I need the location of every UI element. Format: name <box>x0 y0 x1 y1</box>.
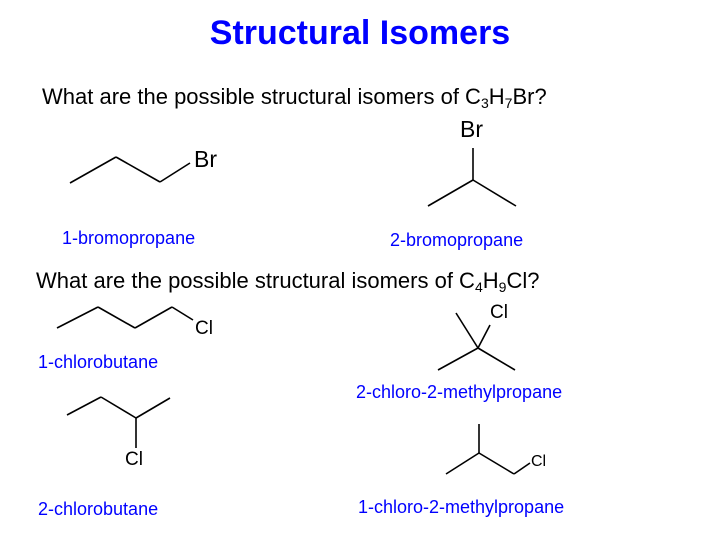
question-element: H <box>488 84 505 109</box>
question-subscript: 4 <box>474 279 483 295</box>
structure-2-chlorobutane <box>66 396 171 448</box>
question-prefix: What are the possible structural isomers… <box>42 84 481 109</box>
question-subscript: 9 <box>498 279 507 295</box>
name-1-chlorobutane: 1-chlorobutane <box>38 352 159 372</box>
structure-1-chloro-2-methylpropane <box>445 424 531 475</box>
chlorine-atom-label: Cl <box>125 449 143 470</box>
structure-1-bromopropane <box>69 156 191 184</box>
structure-2-chloro-2-methylpropane <box>437 312 516 371</box>
question-element: H <box>482 268 499 293</box>
question-subscript: 7 <box>504 95 513 111</box>
chlorine-atom-label: Cl <box>531 453 547 470</box>
question-c3h7br: What are the possible structural isomers… <box>42 84 547 111</box>
structure-1-chlorobutane <box>56 306 194 329</box>
question-prefix: What are the possible structural isomers… <box>36 268 475 293</box>
chlorine-atom-label: Cl <box>490 302 508 323</box>
question-c4h9cl: What are the possible structural isomers… <box>36 268 539 295</box>
chlorine-atom-label: Cl <box>195 318 213 339</box>
name-2-bromopropane: 2-bromopropane <box>390 230 524 250</box>
name-2-chloro-2-methylpropane: 2-chloro-2-methylpropane <box>356 382 563 402</box>
bromine-atom-label: Br <box>194 146 217 172</box>
page-title: Structural Isomers <box>209 14 511 52</box>
name-1-bromopropane: 1-bromopropane <box>62 228 196 248</box>
structure-2-bromopropane <box>427 148 517 207</box>
name-2-chlorobutane: 2-chlorobutane <box>38 499 159 519</box>
bromine-atom-label: Br <box>460 116 483 142</box>
name-1-chloro-2-methylpropane: 1-chloro-2-methylpropane <box>358 497 565 517</box>
question-suffix: Cl? <box>506 268 540 293</box>
question-suffix: Br? <box>512 84 547 109</box>
question-subscript: 3 <box>480 95 489 111</box>
